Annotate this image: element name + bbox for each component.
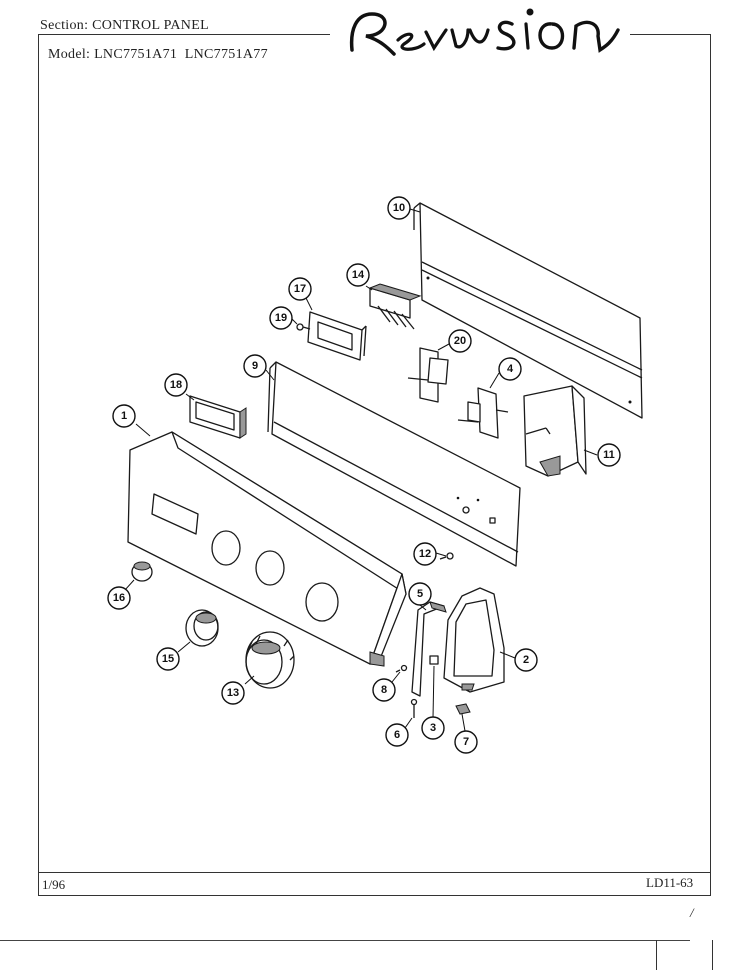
svg-text:17: 17 [294,283,306,295]
part-trim-strip [411,601,447,697]
part-small-knob [131,561,153,582]
part-thermostat [457,387,509,439]
callout-13: 13 [221,681,245,705]
svg-text:9: 9 [252,360,258,372]
svg-text:14: 14 [352,269,365,281]
svg-text:20: 20 [454,335,466,347]
part-switch-20 [407,347,449,403]
callout-1: 1 [112,404,136,428]
part-bracket [307,311,367,361]
callout-12: 12 [413,542,437,566]
svg-text:16: 16 [113,592,125,604]
callout-5: 5 [408,582,432,606]
callout-10: 10 [387,196,411,220]
callout-6: 6 [385,723,409,747]
page-edge-tick-left [656,940,657,970]
callout-2: 2 [514,648,538,672]
page-code: LD11-63 [646,875,694,890]
part-rear-panel [413,202,643,419]
part-terminal-block [368,283,422,330]
part-clip-7 [455,703,471,715]
callout-3: 3 [421,716,445,740]
svg-text:10: 10 [393,202,405,214]
svg-text:19: 19 [275,312,287,324]
svg-text:12: 12 [419,548,431,560]
svg-text:18: 18 [170,379,182,391]
model-values: LNC7751A71 LNC7751A77 [94,47,268,62]
part-screw-12 [439,552,454,560]
callout-8: 8 [372,678,396,702]
model-label: Model: [48,47,91,62]
part-screw-19 [296,323,311,331]
svg-text:2: 2 [523,654,529,666]
svg-text:3: 3 [430,722,436,734]
part-clip [429,655,439,665]
callout-17: 17 [288,277,312,301]
svg-text:4: 4 [507,363,514,375]
stray-mark: / [690,905,694,920]
svg-text:13: 13 [227,687,239,699]
section-value: CONTROL PANEL [92,18,209,33]
revision-date: 1/96 [42,877,66,892]
callout-18: 18 [164,373,188,397]
section-label: Section: [40,18,89,33]
svg-text:8: 8 [381,684,387,696]
callout-15: 15 [156,647,180,671]
svg-text:1: 1 [121,410,127,422]
model-heading: Model: LNC7751A71 LNC7751A77 [48,47,268,63]
footer-rule [38,872,711,873]
callout-9: 9 [243,354,267,378]
callout-7: 7 [454,730,478,754]
part-timer [523,385,587,477]
revision-stamp [330,6,630,58]
callout-4: 4 [498,357,522,381]
svg-text:5: 5 [417,588,423,600]
callout-16: 16 [107,586,131,610]
svg-text:15: 15 [162,653,174,665]
part-panel-back [267,361,521,567]
part-knob-15 [185,609,219,647]
part-knob-13 [245,631,295,689]
callout-11: 11 [597,443,621,467]
part-display-lens [189,395,247,439]
svg-text:7: 7 [463,736,469,748]
svg-text:11: 11 [603,449,615,461]
part-screw-6 [410,698,418,718]
part-screw-8 [395,664,408,673]
callout-14: 14 [346,263,370,287]
callout-20: 20 [448,329,472,353]
svg-text:6: 6 [394,729,400,741]
page-edge-line [0,940,690,941]
callout-19: 19 [269,306,293,330]
page-edge-tick-right [712,940,713,970]
part-end-cap [443,587,505,693]
section-heading: Section: CONTROL PANEL [40,18,209,34]
part-console-panel [127,431,407,667]
